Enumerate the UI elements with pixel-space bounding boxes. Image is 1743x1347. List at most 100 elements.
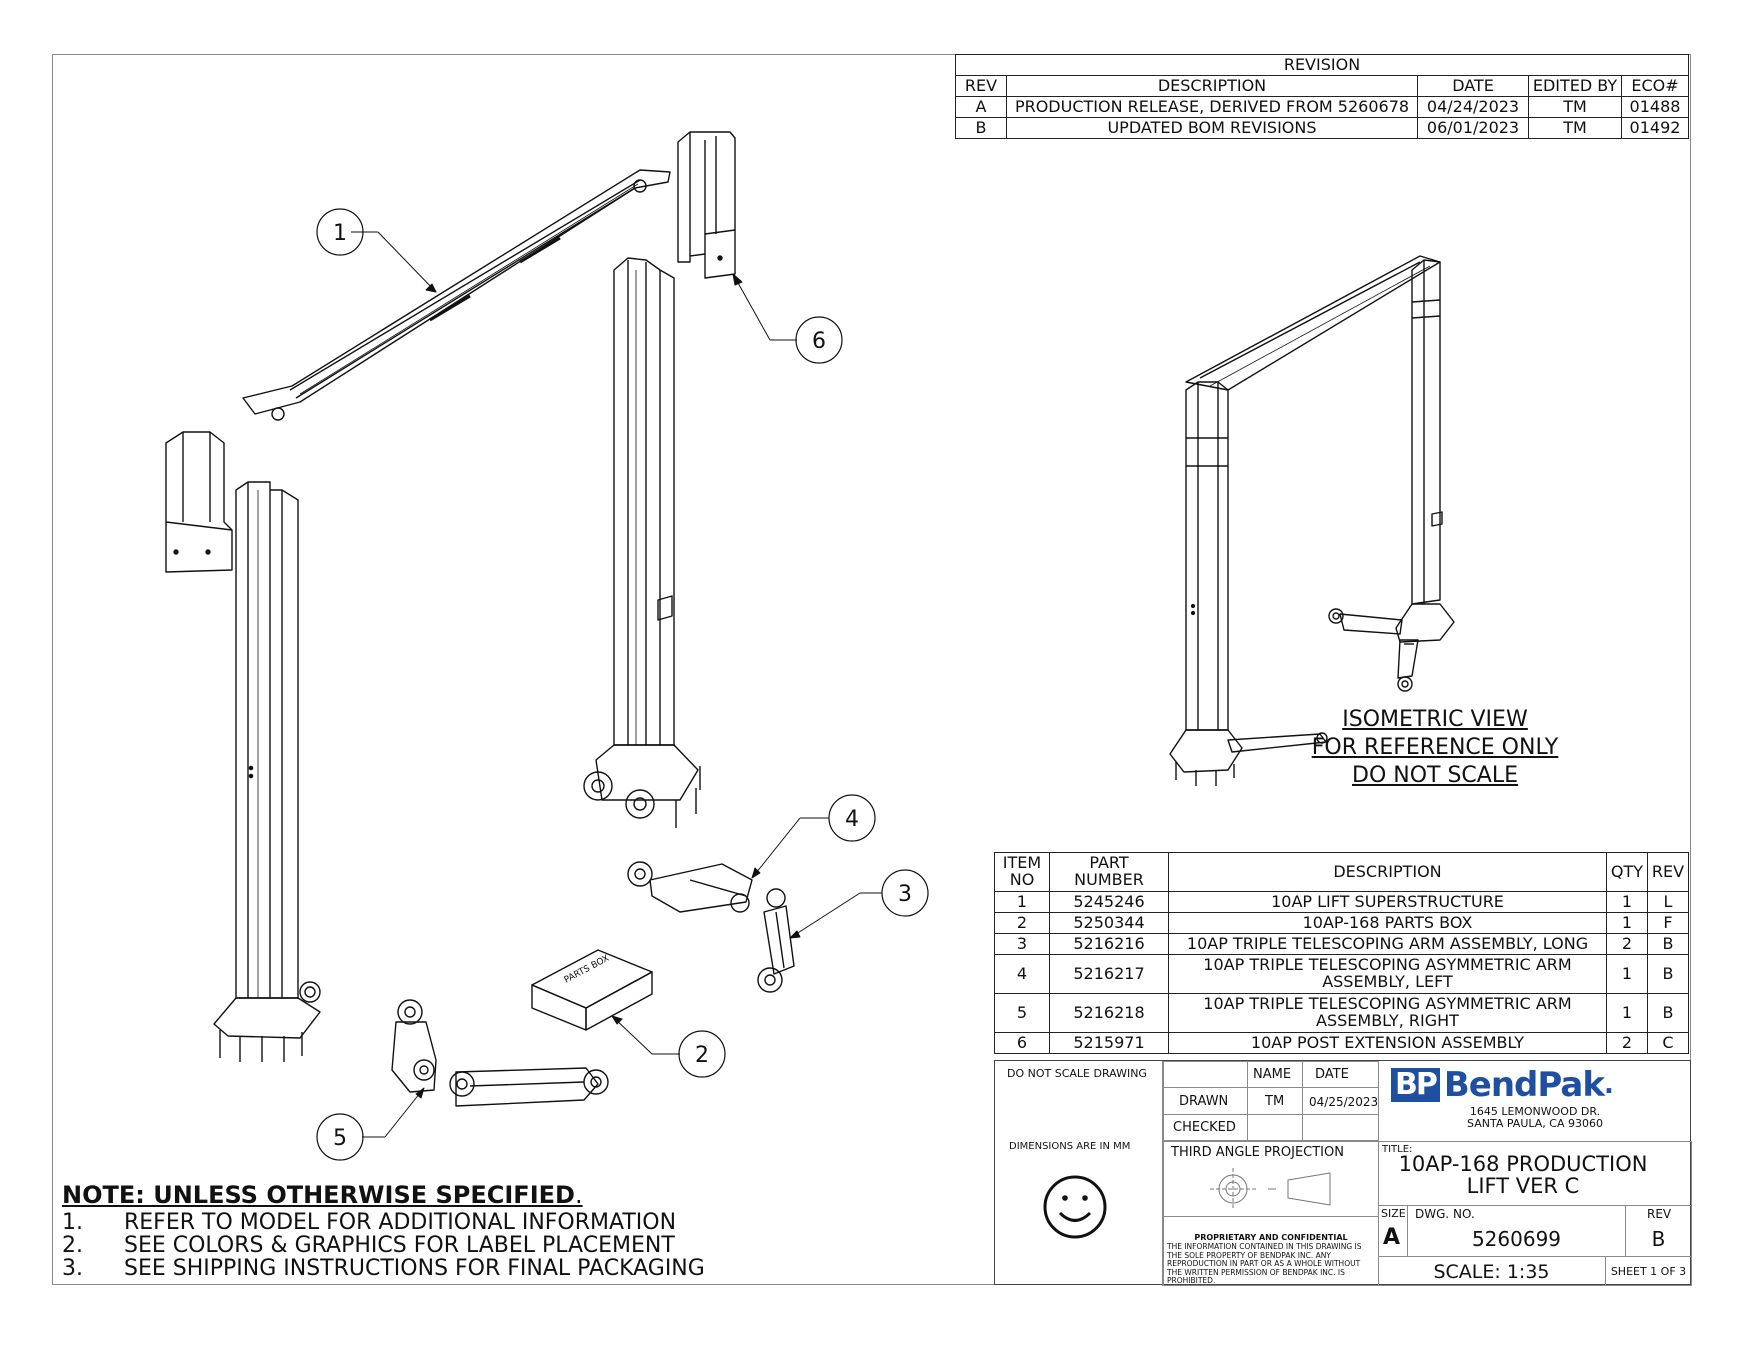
tb-left-column <box>995 1061 1163 1286</box>
size-label: SIZE <box>1381 1207 1406 1220</box>
name-header: NAME <box>1253 1067 1292 1082</box>
parts-box-label: PARTS BOX <box>563 954 611 986</box>
bom-header-part-number: PART NUMBER <box>1049 852 1169 892</box>
bom-cell-part: 5216218 <box>1049 993 1169 1033</box>
do-not-scale-note: DO NOT SCALE DRAWING <box>1007 1067 1147 1080</box>
balloon-4: 4 <box>828 794 876 842</box>
bom-cell-qty: 1 <box>1606 912 1648 934</box>
scale-value: SCALE: 1:35 <box>1433 1261 1550 1283</box>
balloon-2-label: 2 <box>695 1043 709 1068</box>
balloon-leaders <box>351 231 882 1138</box>
bom-header-description: DESCRIPTION <box>1168 852 1607 892</box>
date-header: DATE <box>1315 1067 1349 1082</box>
rev-value: B <box>1651 1227 1666 1251</box>
bom-row: 4 5216217 10AP TRIPLE TELESCOPING ASYMME… <box>994 954 1689 994</box>
bom-cell-qty: 2 <box>1606 933 1648 955</box>
proprietary-text: THE INFORMATION CONTAINED IN THIS DRAWIN… <box>1167 1242 1362 1285</box>
address-line-2: SANTA PAULA, CA 93060 <box>1467 1117 1603 1130</box>
bom-cell-rev: C <box>1647 1032 1689 1054</box>
bom-cell-qty: 1 <box>1606 993 1648 1033</box>
bom-cell-rev: F <box>1647 912 1689 934</box>
drawing-frame <box>52 54 1691 1285</box>
drawing-title-line-2: LIFT VER C <box>1466 1174 1580 1198</box>
revision-cell-description: UPDATED BOM REVISIONS <box>1006 117 1418 139</box>
tb-signature-row-2 <box>1163 1087 1379 1115</box>
bom-cell-part: 5245246 <box>1049 891 1169 913</box>
revision-cell-eco: 01492 <box>1621 117 1689 139</box>
revision-cell-eco: 01488 <box>1621 96 1689 118</box>
revision-cell-edited-by: TM <box>1528 117 1622 139</box>
isometric-note-line-2: FOR REFERENCE ONLY <box>1311 735 1559 760</box>
drawn-name: TM <box>1265 1094 1285 1109</box>
note-text: SEE SHIPPING INSTRUCTIONS FOR FINAL PACK… <box>124 1256 705 1281</box>
post-extension-left <box>165 431 233 573</box>
bom-cell-item: 2 <box>994 912 1050 934</box>
bom-row: 2 5250344 10AP-168 PARTS BOX 1 F <box>994 912 1689 934</box>
bom-header-row: ITEM NO PART NUMBER DESCRIPTION QTY REV <box>994 852 1689 892</box>
isometric-note: ISOMETRIC VIEW FOR REFERENCE ONLY DO NOT… <box>1300 706 1570 790</box>
bom-header-qty: QTY <box>1606 852 1648 892</box>
revision-header-date: DATE <box>1417 75 1529 97</box>
bom-row: 6 5215971 10AP POST EXTENSION ASSEMBLY 2… <box>994 1032 1689 1054</box>
note-item: 2. SEE COLORS & GRAPHICS FOR LABEL PLACE… <box>62 1234 705 1257</box>
logo-dot: . <box>1603 1070 1614 1100</box>
revision-cell-rev: A <box>955 96 1007 118</box>
note-text: REFER TO MODEL FOR ADDITIONAL INFORMATIO… <box>124 1210 677 1235</box>
isometric-view <box>1169 255 1455 786</box>
notes-heading: NOTE: UNLESS OTHERWISE SPECIFIED. <box>62 1181 705 1209</box>
bom-cell-part: 5216216 <box>1049 933 1169 955</box>
bom-cell-item: 1 <box>994 891 1050 913</box>
bom-cell-part: 5250344 <box>1049 912 1169 934</box>
isometric-note-line-1: ISOMETRIC VIEW <box>1342 707 1528 732</box>
superstructure-beam <box>242 169 671 421</box>
revision-cell-date: 06/01/2023 <box>1417 117 1529 139</box>
bom-cell-qty: 1 <box>1606 954 1648 994</box>
revision-title: REVISION <box>955 54 1689 76</box>
note-number: 2. <box>62 1233 83 1258</box>
revision-cell-rev: B <box>955 117 1007 139</box>
balloon-4-label: 4 <box>845 807 859 832</box>
revision-row: B UPDATED BOM REVISIONS 06/01/2023 TM 01… <box>955 117 1689 139</box>
revision-header-rev: REV <box>955 75 1007 97</box>
arm-right-slide <box>449 1067 609 1107</box>
revision-header-description: DESCRIPTION <box>1006 75 1418 97</box>
revision-cell-edited-by: TM <box>1528 96 1622 118</box>
logo-mark: BP <box>1391 1068 1440 1102</box>
drawn-label: DRAWN <box>1179 1094 1229 1109</box>
dwg-label: DWG. NO. <box>1415 1207 1475 1221</box>
balloon-3: 3 <box>881 869 929 917</box>
revision-cell-description: PRODUCTION RELEASE, DERIVED FROM 5260678 <box>1006 96 1418 118</box>
notes-heading-text: NOTE: UNLESS OTHERWISE SPECIFIED <box>62 1181 575 1209</box>
revision-header-eco: ECO# <box>1621 75 1689 97</box>
address: 1645 LEMONWOOD DR. SANTA PAULA, CA 93060 <box>1378 1106 1692 1130</box>
bom-cell-rev: B <box>1647 993 1689 1033</box>
left-column <box>213 481 321 1062</box>
balloon-1: 1 <box>316 208 364 256</box>
bom-table: ITEM NO PART NUMBER DESCRIPTION QTY REV … <box>994 852 1689 1054</box>
revision-cell-date: 04/24/2023 <box>1417 96 1529 118</box>
arm-right-pivot <box>391 999 437 1093</box>
bom-cell-description: 10AP-168 PARTS BOX <box>1168 912 1607 934</box>
general-notes: NOTE: UNLESS OTHERWISE SPECIFIED. 1. REF… <box>62 1181 705 1280</box>
bom-cell-description: 10AP TRIPLE TELESCOPING ASYMMETRIC ARM A… <box>1168 954 1607 994</box>
bom-cell-description: 10AP TRIPLE TELESCOPING ARM ASSEMBLY, LO… <box>1168 933 1607 955</box>
note-number: 1. <box>62 1210 83 1235</box>
revision-header-row: REV DESCRIPTION DATE EDITED BY ECO# <box>955 75 1689 97</box>
logo-name: BendPak <box>1443 1065 1605 1105</box>
bom-cell-description: 10AP POST EXTENSION ASSEMBLY <box>1168 1032 1607 1054</box>
note-item: 3. SEE SHIPPING INSTRUCTIONS FOR FINAL P… <box>62 1257 705 1280</box>
isometric-note-line-3: DO NOT SCALE <box>1352 763 1518 788</box>
notes-heading-suffix: . <box>574 1181 583 1209</box>
drawn-date: 04/25/2023 <box>1309 1095 1379 1109</box>
balloon-5-label: 5 <box>333 1126 347 1151</box>
bom-row: 5 5216218 10AP TRIPLE TELESCOPING ASYMME… <box>994 993 1689 1033</box>
bom-header-item-no: ITEM NO <box>994 852 1050 892</box>
balloon-1-label: 1 <box>333 221 347 246</box>
bom-cell-item: 4 <box>994 954 1050 994</box>
note-number: 3. <box>62 1256 83 1281</box>
note-text: SEE COLORS & GRAPHICS FOR LABEL PLACEMEN… <box>124 1233 675 1258</box>
bom-cell-description: 10AP LIFT SUPERSTRUCTURE <box>1168 891 1607 913</box>
arm-long <box>757 888 795 993</box>
bom-cell-rev: L <box>1647 891 1689 913</box>
